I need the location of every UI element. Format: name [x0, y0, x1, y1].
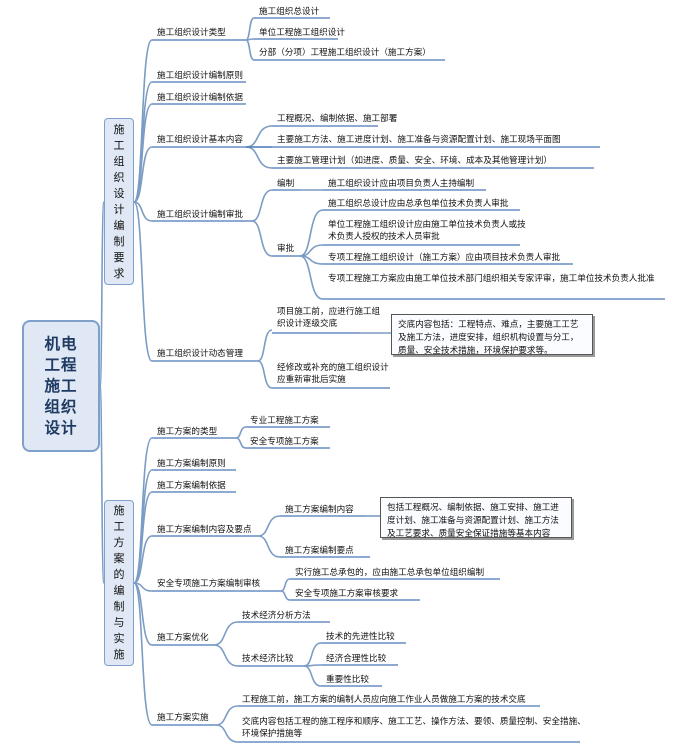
node-tech-economic-compare[interactable]: 技术经济比较 [242, 654, 294, 664]
leaf-compile-person[interactable]: 施工组织设计应由项目负责人主持编制 [328, 179, 475, 189]
node-safety-review[interactable]: 安全专项施工方案编制审核 [157, 579, 261, 589]
connector [257, 515, 281, 537]
root-node[interactable]: 机电工程施工组织设计 [22, 320, 100, 452]
connector [280, 590, 291, 601]
leaf-unit-design[interactable]: 单位工程施工组织设计 [259, 28, 345, 38]
connector [99, 201, 105, 387]
note-scheme-content: 包括工程概况、编制依据、施工安排、施工进度计划、施工准备与资源配置计划、施工方法… [380, 497, 572, 539]
connector [245, 146, 273, 169]
connector [133, 103, 153, 203]
connector [235, 437, 247, 449]
connector [133, 582, 153, 646]
leaf-scheme-key-points[interactable]: 施工方案编制要点 [285, 546, 354, 556]
node-compile[interactable]: 编制 [277, 179, 295, 189]
connector [251, 220, 273, 257]
connector [133, 535, 153, 584]
node-compile-principles[interactable]: 施工组织设计编制原则 [157, 71, 243, 81]
connector [133, 582, 153, 726]
leaf-approval-1[interactable]: 施工组织总设计应由总承包单位技术负责人审批 [328, 199, 509, 209]
leaf-approval-3[interactable]: 专项工程施工组织设计（施工方案）应由项目技术负责人审批 [328, 253, 561, 263]
leaf-approval-4[interactable]: 专项工程施工方案应由施工单位技术部门组织相关专家评审，施工单位技术负责人批准 [328, 274, 655, 284]
connector [133, 146, 153, 203]
connector [213, 621, 239, 646]
leaf-implementation-1[interactable]: 工程施工前，施工方案的编制人员应向施工作业人员做施工方案的技术交底 [242, 695, 526, 705]
node-scheme-principles[interactable]: 施工方案编制原则 [157, 459, 226, 469]
connector [245, 39, 255, 61]
node-design-types[interactable]: 施工组织设计类型 [157, 28, 226, 38]
leaf-scheme-content[interactable]: 施工方案编制内容 [285, 505, 354, 515]
section-label: 施工组织设计编制要求 [113, 122, 125, 280]
section-scheme-compile-implement[interactable]: 施工方案的编制与实施 [104, 500, 134, 666]
node-compile-basis[interactable]: 施工组织设计编制依据 [157, 93, 243, 103]
leaf-sub-design[interactable]: 分部（分项）工程施工组织设计（施工方案） [259, 48, 431, 58]
connector [251, 189, 273, 222]
node-scheme-content[interactable]: 施工方案编制内容及要点 [157, 525, 252, 535]
connector [215, 705, 239, 726]
connector [280, 578, 291, 592]
connector [133, 201, 153, 362]
section-label: 施工方案的编制与实施 [113, 504, 125, 661]
note-briefing-content: 交底内容包括：工程特点、难点，主要施工工艺及施工方法，进度安排，组织机构设置与分… [391, 314, 593, 356]
node-scheme-optimization[interactable]: 施工方案优化 [157, 633, 209, 643]
leaf-safety-scheme[interactable]: 安全专项施工方案 [250, 437, 319, 447]
connector [235, 426, 247, 439]
leaf-review-requirements[interactable]: 安全专项施工方案审核要求 [295, 589, 399, 599]
connector [299, 255, 324, 300]
connector [303, 642, 322, 667]
connector [245, 17, 255, 41]
leaf-importance-compare[interactable]: 重要性比较 [326, 675, 369, 685]
node-basic-content[interactable]: 施工组织设计基本内容 [157, 135, 243, 145]
root-label: 机电工程施工组织设计 [44, 334, 78, 437]
leaf-analysis-method[interactable]: 技术经济分析方法 [242, 611, 311, 621]
connector [257, 329, 273, 362]
leaf-content-1[interactable]: 工程概况、编制依据、施工部署 [277, 114, 398, 124]
leaf-content-2[interactable]: 主要施工方法、施工进度计划、施工准备与资源配置计划、施工现场平面图 [277, 135, 561, 145]
leaf-general-contractor[interactable]: 实行施工总承包的，应由施工总承包单位组织编制 [295, 568, 485, 578]
node-dynamic-management[interactable]: 施工组织设计动态管理 [157, 349, 243, 359]
leaf-economic-compare[interactable]: 经济合理性比较 [326, 654, 387, 664]
connector [303, 665, 322, 687]
node-scheme-types[interactable]: 施工方案的类型 [157, 427, 218, 437]
connector [257, 535, 281, 558]
connector [133, 201, 153, 222]
node-scheme-implementation[interactable]: 施工方案实施 [157, 713, 209, 723]
leaf-reapproval[interactable]: 经修改或补充的施工组织设计应重新审批后实施 [277, 363, 389, 385]
section-compile-requirements[interactable]: 施工组织设计编制要求 [104, 118, 134, 285]
connector [215, 724, 239, 743]
connector [99, 385, 105, 584]
connector [133, 491, 153, 584]
connector [213, 644, 239, 667]
leaf-briefing[interactable]: 项目施工前，应进行施工组织设计逐级交底 [277, 307, 381, 329]
leaf-content-3[interactable]: 主要施工管理计划（如进度、质量、安全、环境、成本及其他管理计划） [277, 156, 553, 166]
leaf-approval-2[interactable]: 单位工程施工组织设计应由施工单位技术负责人或技术负责人授权的技术人员审批 [328, 220, 526, 242]
connector [299, 209, 324, 257]
connector [257, 360, 273, 389]
connector [245, 125, 273, 148]
node-compile-approval[interactable]: 施工组织设计编制审批 [157, 210, 243, 220]
node-approval[interactable]: 审批 [277, 244, 295, 254]
leaf-general-design[interactable]: 施工组织总设计 [259, 7, 320, 17]
leaf-advanced-compare[interactable]: 技术的先进性比较 [326, 632, 395, 642]
leaf-implementation-2[interactable]: 交底内容包括工程的施工程序和顺序、施工工艺、操作方法、要领、质量控制、安全措施、… [242, 717, 586, 739]
leaf-professional-scheme[interactable]: 专业工程施工方案 [250, 416, 319, 426]
node-scheme-basis[interactable]: 施工方案编制依据 [157, 481, 226, 491]
